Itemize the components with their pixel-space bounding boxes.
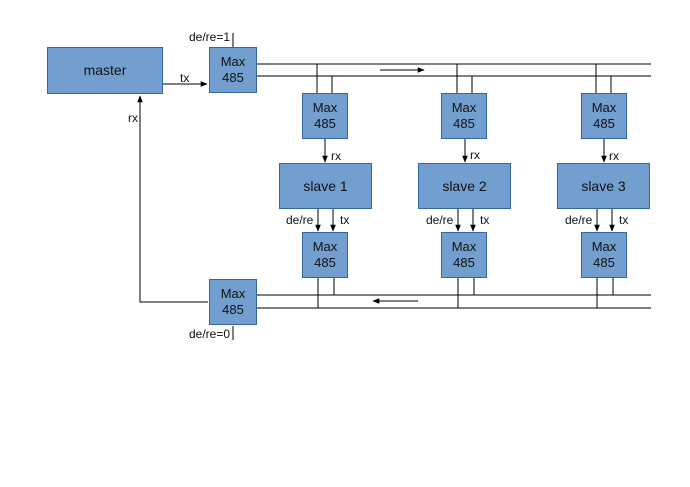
slave1-tx-label: tx — [340, 213, 350, 227]
master-block: master — [47, 47, 163, 94]
slave2-block: slave 2 — [418, 163, 511, 209]
master-rx-label: rx — [128, 111, 138, 125]
rx-receiver-max485: Max 485 — [209, 279, 257, 325]
slave3-tx-max485: Max 485 — [581, 232, 627, 278]
slave3-dere-label: de/re — [565, 213, 593, 227]
slave2-tx-max485: Max 485 — [441, 232, 487, 278]
slave1-block: slave 1 — [279, 163, 372, 209]
slave1-rx-max485: Max 485 — [302, 93, 348, 139]
tx-driver-dere-label: de/re=1 — [189, 30, 231, 44]
slave1-dere-label: de/re — [286, 213, 314, 227]
slave2-dere-label: de/re — [426, 213, 454, 227]
slave1-rx-label: rx — [331, 149, 341, 163]
slave1-tx-max485: Max 485 — [302, 232, 348, 278]
slave2-tx-label: tx — [480, 213, 490, 227]
master-rx-arrow — [137, 95, 208, 303]
slave3-block: slave 3 — [557, 163, 650, 209]
tx-driver-max485: Max 485 — [209, 47, 257, 93]
slave2-rx-label: rx — [470, 148, 480, 162]
slave2-rx-max485: Max 485 — [441, 93, 487, 139]
slave3-rx-max485: Max 485 — [581, 93, 627, 139]
rx-receiver-dere-label: de/re=0 — [189, 327, 231, 341]
master-tx-label: tx — [180, 71, 190, 85]
slave3-rx-label: rx — [609, 149, 619, 163]
slave3-tx-label: tx — [619, 213, 629, 227]
